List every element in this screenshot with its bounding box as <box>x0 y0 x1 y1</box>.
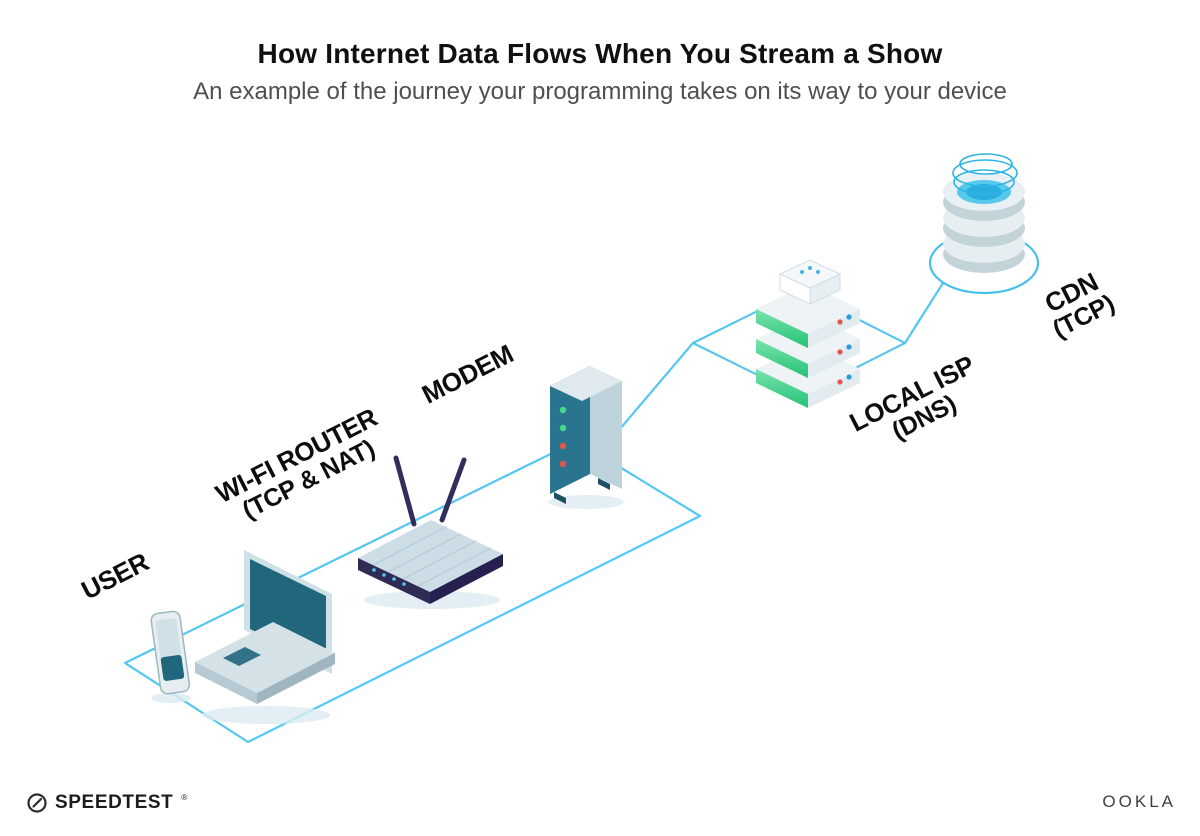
database-icon <box>928 153 1040 295</box>
speedtest-gauge-icon <box>27 793 47 813</box>
wifi-router-icon <box>358 455 503 609</box>
page-subtitle: An example of the journey your programmi… <box>193 78 1007 105</box>
phone-icon <box>150 610 191 703</box>
speedtest-trademark: ® <box>181 792 188 802</box>
laptop-icon <box>195 550 335 724</box>
speedtest-logo: SPEEDTEST ® <box>26 792 187 814</box>
page-title: How Internet Data Flows When You Stream … <box>257 38 943 69</box>
modem-icon <box>548 366 624 509</box>
server-stack-icon <box>756 259 860 408</box>
ookla-wordmark: OOKLA <box>1102 792 1176 811</box>
speedtest-wordmark: SPEEDTEST <box>55 792 174 813</box>
